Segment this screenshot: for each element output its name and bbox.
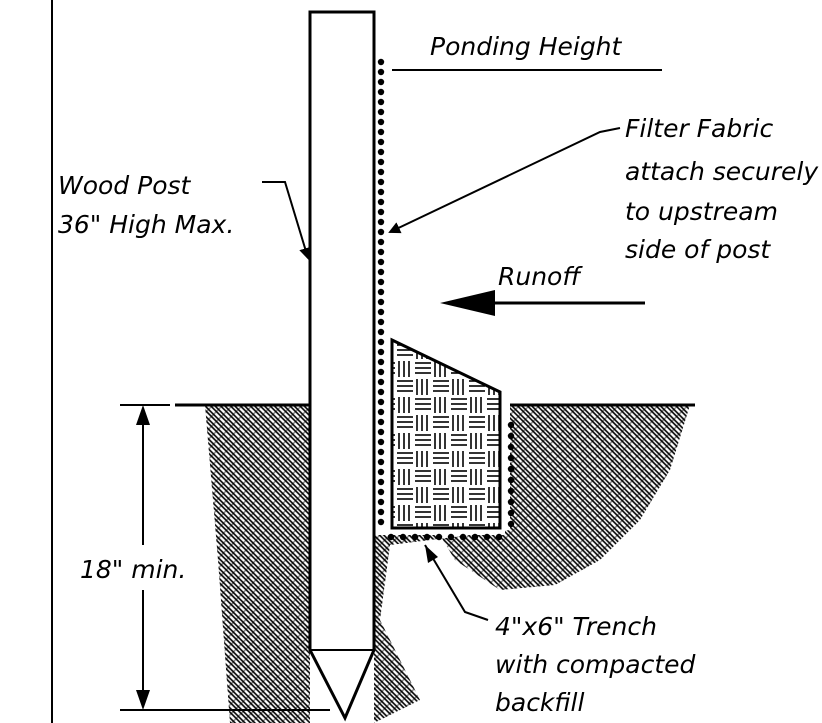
trench-label-1: 4"x6" Trench bbox=[495, 612, 657, 641]
filter-fabric-label-1: Filter Fabric bbox=[625, 114, 773, 143]
filter-fabric-leader bbox=[388, 127, 621, 234]
filter-fabric-dot bbox=[377, 238, 385, 246]
filter-fabric-dot bbox=[507, 465, 515, 473]
filter-fabric-dot bbox=[507, 476, 515, 484]
filter-fabric-dot bbox=[377, 58, 385, 66]
filter-fabric-dot bbox=[377, 298, 385, 306]
filter-fabric-dot bbox=[377, 188, 385, 196]
trench-label-2: with compacted bbox=[495, 650, 695, 679]
filter-fabric-dot bbox=[377, 198, 385, 206]
filter-fabric-dot bbox=[377, 108, 385, 116]
filter-fabric-dot bbox=[411, 533, 419, 541]
wood-post-leader bbox=[262, 181, 311, 260]
filter-fabric-dot bbox=[377, 368, 385, 376]
filter-fabric-dot bbox=[377, 248, 385, 256]
filter-fabric-label-2: attach securely bbox=[625, 157, 819, 186]
filter-fabric-dot bbox=[447, 533, 455, 541]
filter-fabric-dot bbox=[377, 118, 385, 126]
filter-fabric bbox=[377, 58, 515, 541]
runoff-label: Runoff bbox=[498, 262, 583, 291]
filter-fabric-dot bbox=[377, 458, 385, 466]
trench-label-3: backfill bbox=[495, 688, 585, 717]
ponding-height-label: Ponding Height bbox=[430, 32, 623, 61]
filter-fabric-label-4: side of post bbox=[625, 235, 771, 264]
filter-fabric-dot bbox=[377, 358, 385, 366]
filter-fabric-dot bbox=[377, 178, 385, 186]
filter-fabric-dot bbox=[377, 88, 385, 96]
filter-fabric-dot bbox=[377, 98, 385, 106]
filter-fabric-dot bbox=[377, 418, 385, 426]
filter-fabric-dot bbox=[507, 421, 515, 429]
filter-fabric-dot bbox=[377, 168, 385, 176]
filter-fabric-dot bbox=[377, 278, 385, 286]
filter-fabric-dot bbox=[435, 533, 443, 541]
filter-fabric-dot bbox=[377, 328, 385, 336]
filter-fabric-dot bbox=[377, 138, 385, 146]
filter-fabric-dot bbox=[377, 78, 385, 86]
wood-post-label-1: Wood Post bbox=[58, 171, 192, 200]
filter-fabric-dot bbox=[377, 478, 385, 486]
filter-fabric-dot bbox=[377, 428, 385, 436]
filter-fabric-dot bbox=[377, 388, 385, 396]
trench-leader bbox=[424, 544, 489, 621]
filter-fabric-dot bbox=[377, 448, 385, 456]
depth-label: 18" min. bbox=[80, 555, 186, 584]
trench-backfill bbox=[390, 337, 502, 530]
filter-fabric-dot bbox=[507, 454, 515, 462]
filter-fabric-dot bbox=[377, 508, 385, 516]
filter-fabric-dot bbox=[377, 148, 385, 156]
filter-fabric-dot bbox=[377, 208, 385, 216]
filter-fabric-dot bbox=[377, 518, 385, 526]
filter-fabric-dot bbox=[423, 533, 431, 541]
filter-fabric-dot bbox=[377, 288, 385, 296]
filter-fabric-dot bbox=[507, 432, 515, 440]
filter-fabric-dot bbox=[377, 128, 385, 136]
runoff-arrow bbox=[440, 290, 645, 316]
filter-fabric-dot bbox=[377, 308, 385, 316]
wood-post-label-2: 36" High Max. bbox=[58, 210, 234, 239]
filter-fabric-dot bbox=[377, 468, 385, 476]
filter-fabric-dot bbox=[507, 498, 515, 506]
filter-fabric-dot bbox=[377, 218, 385, 226]
filter-fabric-dot bbox=[377, 488, 385, 496]
filter-fabric-dot bbox=[377, 258, 385, 266]
filter-fabric-dot bbox=[377, 158, 385, 166]
filter-fabric-dot bbox=[471, 533, 479, 541]
filter-fabric-dot bbox=[377, 348, 385, 356]
filter-fabric-dot bbox=[377, 318, 385, 326]
filter-fabric-dot bbox=[495, 533, 503, 541]
filter-fabric-dot bbox=[377, 338, 385, 346]
filter-fabric-dot bbox=[399, 533, 407, 541]
filter-fabric-dot bbox=[377, 68, 385, 76]
filter-fabric-dot bbox=[377, 268, 385, 276]
filter-fabric-dot bbox=[507, 520, 515, 528]
filter-fabric-dot bbox=[377, 408, 385, 416]
filter-fabric-dot bbox=[377, 398, 385, 406]
filter-fabric-dot bbox=[507, 509, 515, 517]
filter-fabric-dot bbox=[377, 378, 385, 386]
filter-fabric-dot bbox=[507, 487, 515, 495]
filter-fabric-dot bbox=[507, 443, 515, 451]
filter-fabric-dot bbox=[377, 438, 385, 446]
wood-post bbox=[308, 10, 376, 722]
filter-fabric-dot bbox=[377, 498, 385, 506]
filter-fabric-label-3: to upstream bbox=[625, 197, 778, 226]
filter-fabric-dot bbox=[387, 533, 395, 541]
soil-right-of-post bbox=[374, 405, 690, 723]
filter-fabric-dot bbox=[459, 533, 467, 541]
depth-dimension bbox=[120, 404, 330, 711]
soil-left-of-post bbox=[205, 405, 310, 723]
filter-fabric-dot bbox=[377, 228, 385, 236]
filter-fabric-dot bbox=[483, 533, 491, 541]
